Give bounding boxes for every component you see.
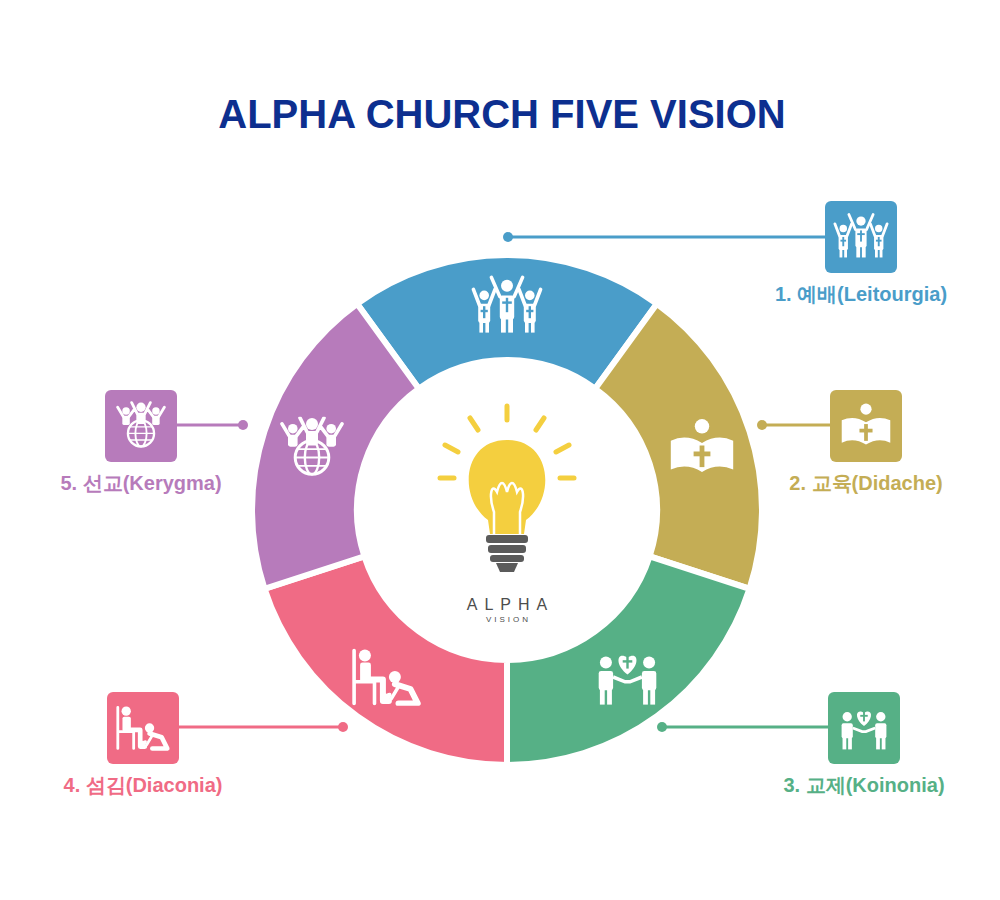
callout-label: 3. 교제(Koinonia): [783, 772, 944, 799]
icon-square: [105, 390, 177, 462]
ring-segment: [507, 556, 750, 765]
ring-segment: [264, 556, 507, 765]
icon-square: [830, 390, 902, 462]
callout: 1. 예배(Leitourgia): [775, 201, 947, 308]
icon-square: [107, 692, 179, 764]
callout: 4. 섬김(Diaconia): [64, 692, 223, 799]
icon-square: [828, 692, 900, 764]
segment-icon: [671, 419, 733, 472]
callout: 2. 교육(Didache): [789, 390, 942, 497]
segment-icon: [599, 656, 657, 705]
segment-icon: [282, 418, 342, 474]
callout-label: 4. 섬김(Diaconia): [64, 772, 223, 799]
ring-segment: [595, 304, 762, 589]
ring-segment: [252, 304, 419, 589]
callout-label: 2. 교육(Didache): [789, 470, 942, 497]
logo-word: ALPHA: [467, 596, 554, 614]
title: ALPHA CHURCH FIVE VISION: [218, 92, 785, 137]
callout: 3. 교제(Koinonia): [783, 692, 944, 799]
logo-subword: VISION: [486, 615, 531, 624]
segment-icon: [473, 277, 540, 332]
callout-label: 1. 예배(Leitourgia): [775, 281, 947, 308]
icon-square: [825, 201, 897, 273]
callout-label: 5. 선교(Kerygma): [60, 470, 221, 497]
segment-icon: [354, 649, 418, 703]
callout: 5. 선교(Kerygma): [60, 390, 221, 497]
